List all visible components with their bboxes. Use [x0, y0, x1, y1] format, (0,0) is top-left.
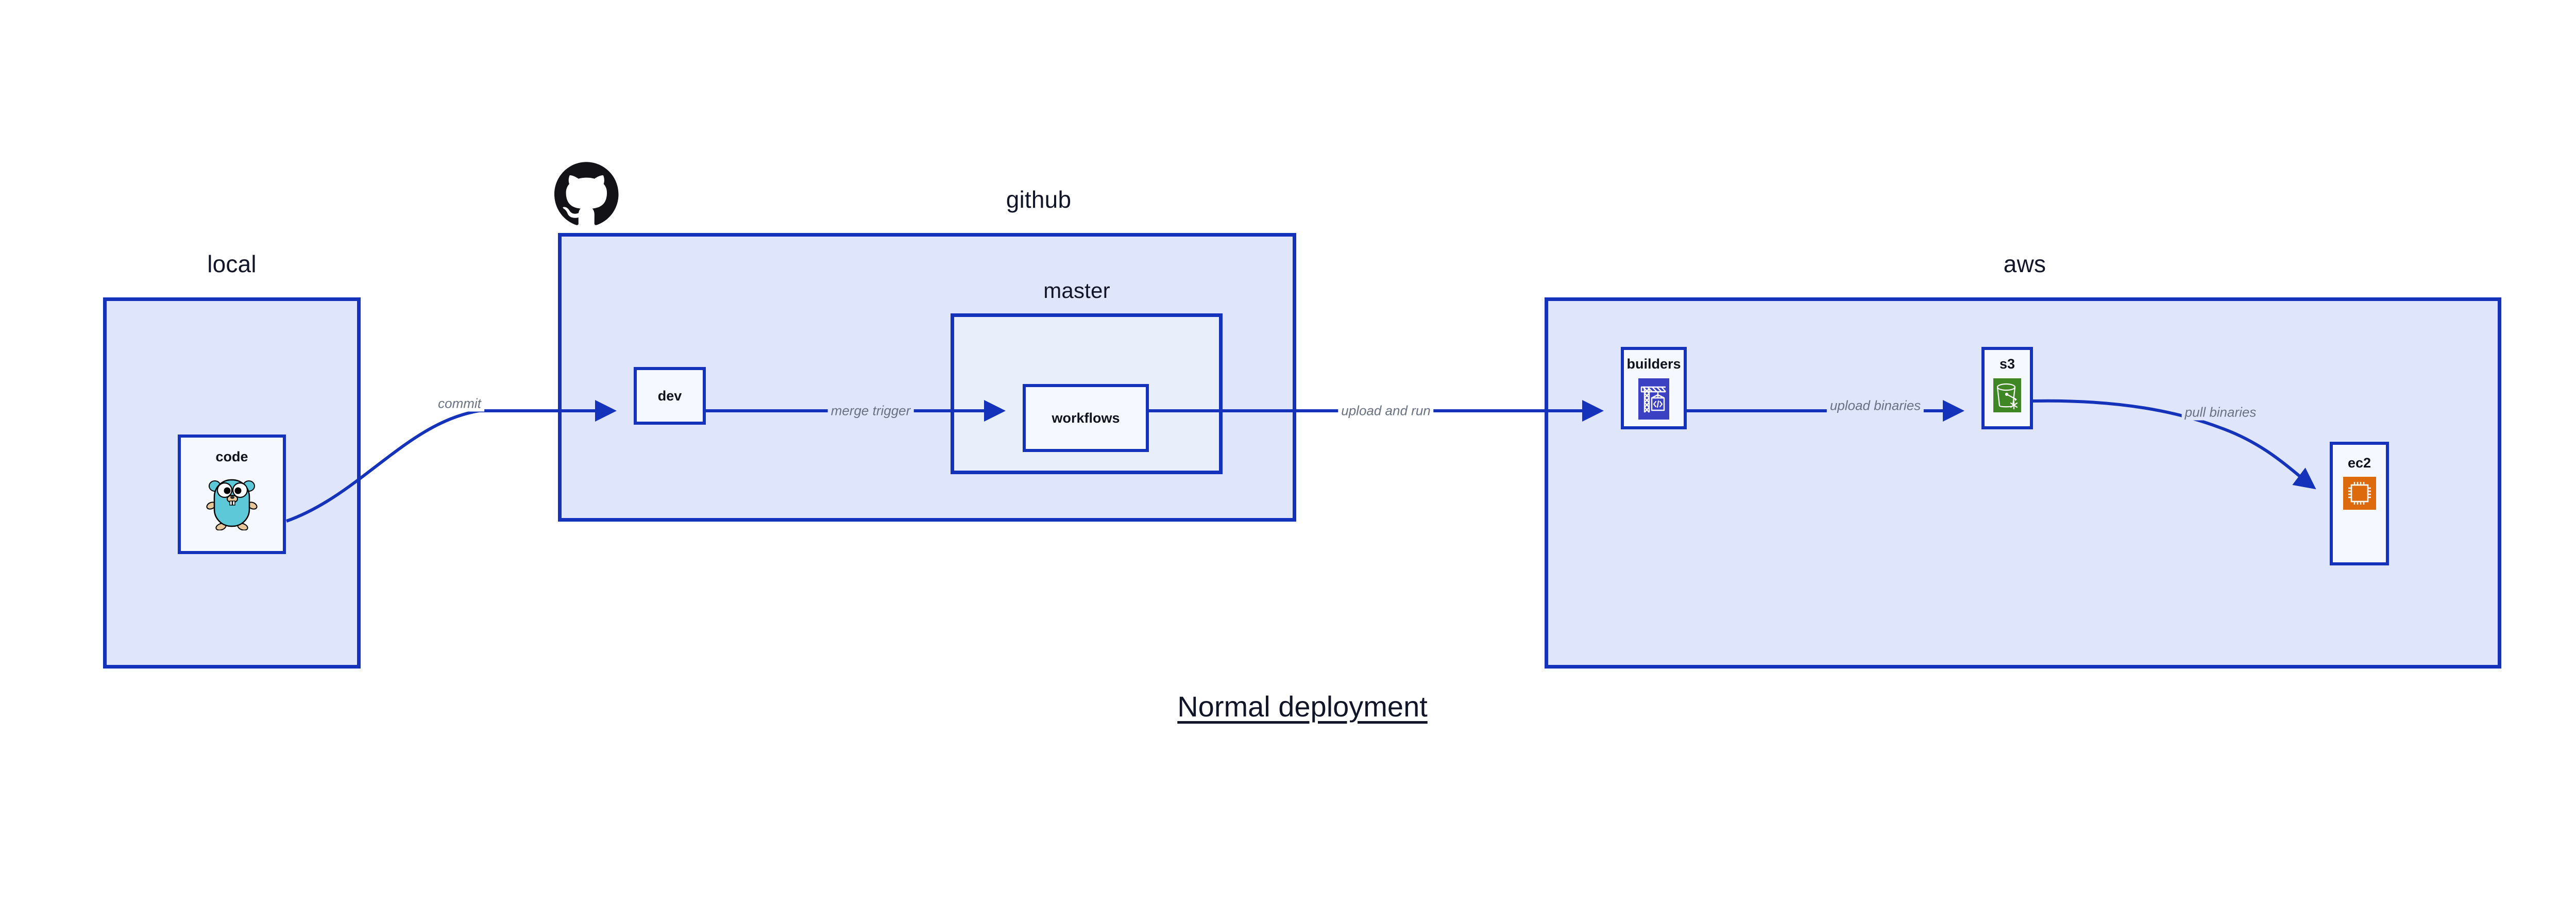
- github-octocat-icon: [554, 161, 619, 226]
- edge-label-upload-and-run: upload and run: [1338, 403, 1434, 419]
- node-s3-label: s3: [1999, 356, 2015, 372]
- diagram-caption: Normal deployment: [1177, 690, 1428, 723]
- node-ec2[interactable]: ec2: [2330, 442, 2389, 565]
- edge-label-commit: commit: [435, 395, 484, 412]
- edge-label-upload-binaries: upload binaries: [1826, 397, 1924, 414]
- aws-ec2-chip-icon: [2343, 477, 2376, 510]
- node-ec2-label: ec2: [2347, 455, 2371, 471]
- node-builders[interactable]: builders: [1621, 347, 1687, 429]
- node-s3[interactable]: s3: [1981, 347, 2033, 429]
- aws-codebuild-icon: [1638, 378, 1669, 420]
- aws-s3-bucket-icon: [1993, 378, 2021, 412]
- node-code[interactable]: code: [178, 435, 286, 554]
- edge-label-merge-trigger: merge trigger: [827, 403, 914, 419]
- node-workflows-label: workflows: [1052, 410, 1120, 426]
- node-builders-label: builders: [1626, 356, 1681, 372]
- group-title-master: master: [1043, 278, 1110, 303]
- edge-label-pull-binaries: pull binaries: [2181, 404, 2260, 421]
- node-workflows[interactable]: workflows: [1023, 384, 1149, 452]
- group-title-aws: aws: [2003, 250, 2046, 277]
- node-code-label: code: [215, 449, 248, 464]
- go-gopher-icon: [205, 475, 259, 531]
- node-dev[interactable]: dev: [634, 367, 706, 425]
- node-dev-label: dev: [657, 388, 682, 404]
- group-title-github: github: [1006, 186, 1072, 213]
- group-title-local: local: [207, 250, 257, 277]
